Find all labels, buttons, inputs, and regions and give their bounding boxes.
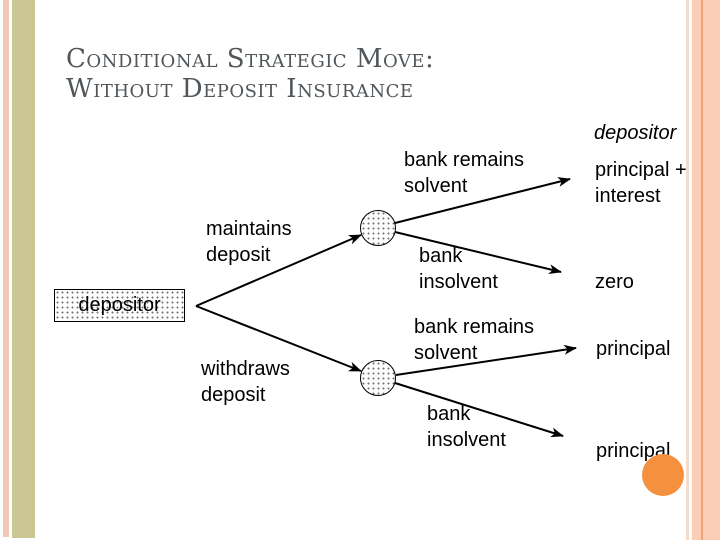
outcome-line-bottom-solvent [395,344,577,376]
event-label-bottom-bank-remains-solvent: bank remains solvent [414,316,535,364]
action-label-withdraws-deposit: withdraws deposit [201,358,290,406]
branch-line-withdraws [195,305,362,372]
orange-accent-circle [642,454,684,496]
outcome-line-top-insolvent [394,231,562,275]
payoff-column-header-depositor: depositor [594,122,677,144]
chance-node-maintains [360,210,396,246]
chance-node-withdraws [360,360,396,396]
event-label-top-bank-remains-solvent: bank remains solvent [404,149,525,197]
left-salmon-stripe [3,0,9,537]
root-node-label: depositor [78,294,161,316]
event-label-bottom-bank-insolvent: bank insolvent [427,403,506,451]
payoff-principal-solvent: principal [596,338,671,360]
slide-title: Conditional Strategic Move: Without Depo… [66,44,435,104]
payoff-zero: zero [595,271,634,293]
outcome-line-bottom-insolvent [394,382,564,438]
outcome-line-top-solvent [394,177,571,224]
payoff-principal-plus-interest: principal + interest [595,159,687,207]
action-label-maintains-deposit: maintains deposit [206,218,292,266]
right-thin-salmon-stripe [686,0,689,540]
left-khaki-stripe [12,0,35,538]
root-node-depositor: depositor [54,289,185,322]
branch-line-maintains [195,234,362,307]
event-label-top-bank-insolvent: bank insolvent [419,245,498,293]
right-dark-accent-line [701,0,703,540]
right-wide-salmon-stripe [692,0,720,540]
